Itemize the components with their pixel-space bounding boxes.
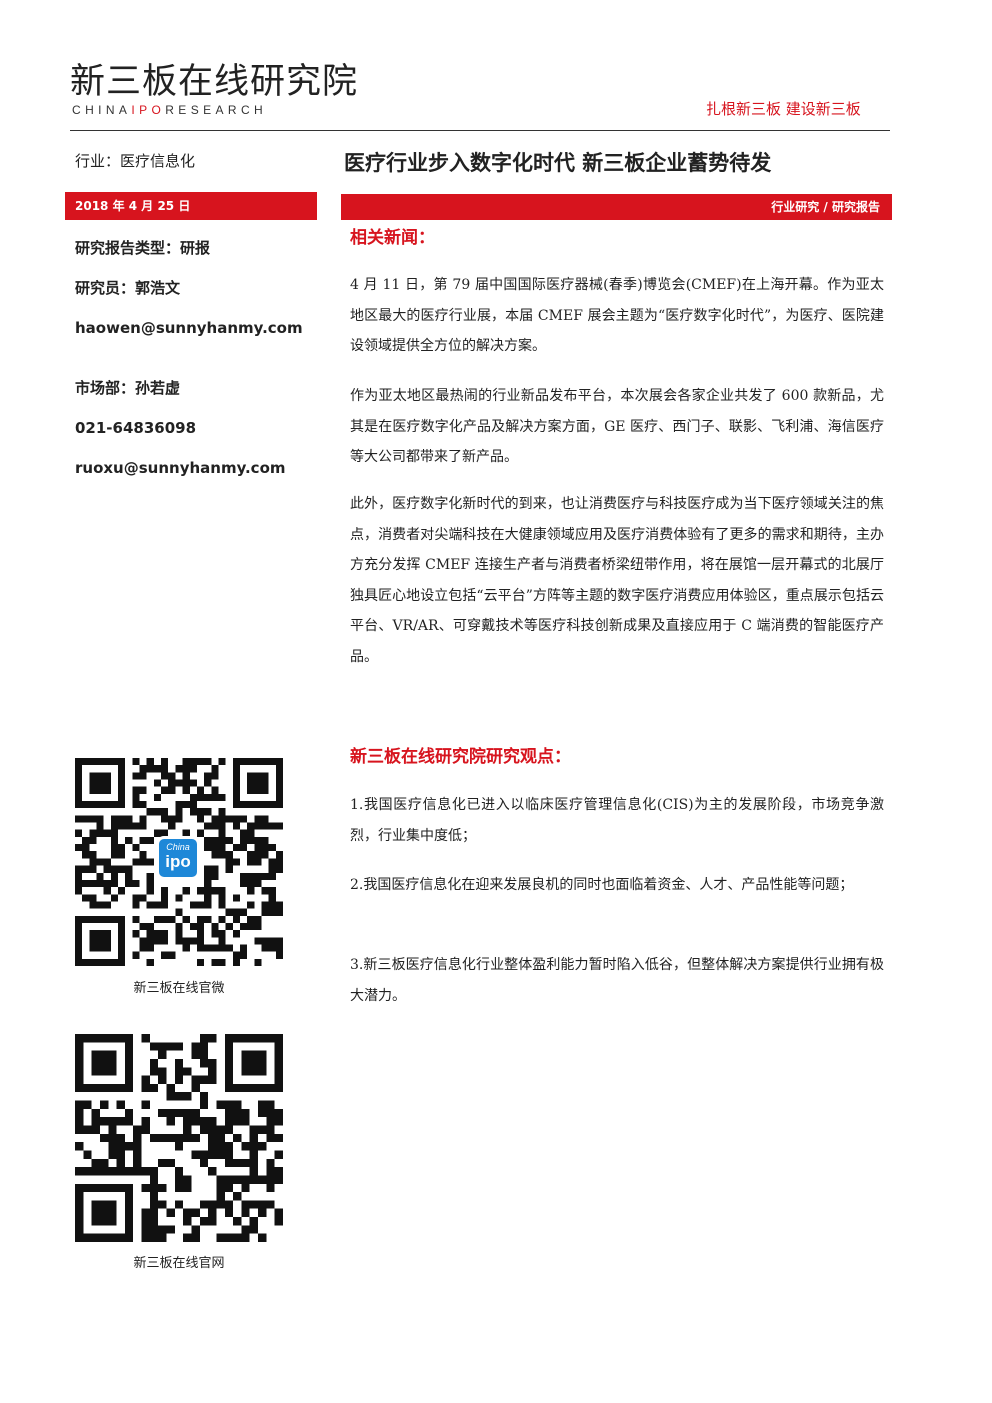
logo-english: CHINAIPORESEARCH xyxy=(72,103,267,117)
qr-caption-website: 新三板在线官网 xyxy=(133,1256,225,1271)
header-divider xyxy=(70,130,890,131)
news-section-title: 相关新闻： xyxy=(350,228,435,248)
report-type: 研究报告类型：研报 xyxy=(75,239,211,257)
qr-caption-wechat: 新三板在线官微 xyxy=(133,981,225,996)
market-email[interactable]: ruoxu@sunnyhanmy.com xyxy=(75,459,286,477)
views-section-title: 新三板在线研究院研究观点： xyxy=(350,747,571,767)
logo-chinese: 新三板在线研究院 xyxy=(70,62,359,102)
badge-line-1: China xyxy=(166,842,190,852)
market-phone: 021-64836098 xyxy=(75,419,197,437)
logo-english-china: CHINA xyxy=(72,103,132,117)
qr-code-website-image xyxy=(75,1034,283,1242)
qr-code-wechat-image xyxy=(75,758,283,966)
category-bar: 行业研究 / 研究报告 xyxy=(341,194,892,220)
news-paragraph-2: 作为亚太地区最热闹的行业新品发布平台，本次展会各家企业共发了 600 款新品，尤… xyxy=(350,388,884,465)
industry-label: 行业：医疗信息化 xyxy=(75,152,196,170)
china-ipo-badge: China ipo xyxy=(156,836,200,880)
view-point-1: 1.我国医疗信息化已进入以临床医疗管理信息化(CIS)为主的发展阶段，市场竞争激… xyxy=(350,797,884,844)
market-contact: 市场部：孙若虚 xyxy=(75,379,181,397)
document-title: 医疗行业步入数字化时代 新三板企业蓄势待发 xyxy=(344,151,772,175)
qr-code-website xyxy=(75,1034,283,1242)
qr-code-wechat: China ipo xyxy=(75,758,283,966)
slogan: 扎根新三板 建设新三板 xyxy=(706,100,861,118)
news-paragraph-1: 4 月 11 日，第 79 届中国国际医疗器械(春季)博览会(CMEF)在上海开… xyxy=(350,277,884,354)
date-bar: 2018 年 4 月 25 日 xyxy=(65,192,317,220)
logo-english-research: RESEARCH xyxy=(165,103,268,117)
news-paragraph-3: 此外，医疗数字化新时代的到来，也让消费医疗与科技医疗成为当下医疗领域关注的焦点，… xyxy=(350,496,884,665)
view-point-3: 3.新三板医疗信息化行业整体盈利能力暂时陷入低谷，但整体解决方案提供行业拥有极大… xyxy=(350,957,884,1004)
researcher-email[interactable]: haowen@sunnyhanmy.com xyxy=(75,319,303,337)
logo-english-ipo: IPO xyxy=(131,103,166,117)
researcher: 研究员：郭浩文 xyxy=(75,279,181,297)
badge-line-2: ipo xyxy=(165,852,191,871)
view-point-2: 2.我国医疗信息化在迎来发展良机的同时也面临着资金、人才、产品性能等问题； xyxy=(350,877,854,893)
